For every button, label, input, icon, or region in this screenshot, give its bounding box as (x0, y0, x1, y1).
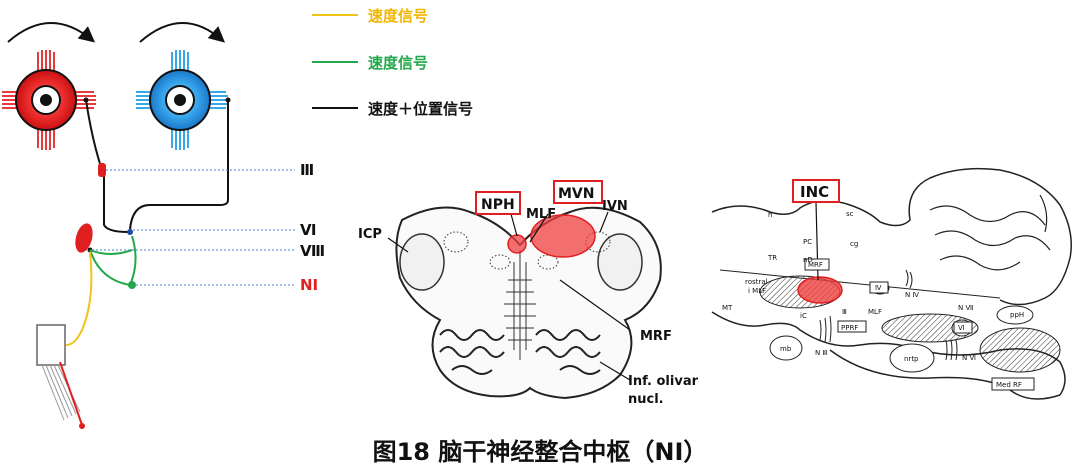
label-INC: INC (800, 183, 829, 201)
rotation-arrow-right (139, 22, 226, 43)
nerve-fibres (819, 269, 958, 361)
label-N-III: N Ⅲ (815, 349, 827, 357)
label-MT: MT (722, 304, 733, 312)
hatched-medRF (979, 327, 1061, 373)
label-IV-sag: Ⅳ (875, 284, 882, 292)
nucleus-mb (769, 335, 803, 361)
label-IVN: IVN (602, 199, 628, 214)
label-PPRF: PPRF (841, 324, 858, 332)
label-III: Ⅲ (300, 161, 314, 179)
figure-caption: 图18 脑干神经整合中枢（NI） (373, 438, 708, 466)
label-nrtp: nrtp (904, 355, 919, 363)
medulla-outline (395, 206, 662, 400)
label-iC: iC (800, 312, 807, 320)
label-inf-olivar-nucl: nucl. (628, 392, 664, 407)
NI-node (128, 281, 136, 289)
label-NPH: NPH (481, 197, 515, 213)
legend-black-text: 速度＋位置信号 (368, 100, 473, 118)
label-N-VI: N Ⅵ (962, 354, 976, 362)
red-nerve (59, 361, 83, 426)
abducens-pathway (129, 100, 229, 231)
label-MLF: MLF (526, 207, 556, 222)
label-VI: Ⅵ (300, 221, 317, 239)
MVN-highlight (530, 214, 596, 258)
nucleus-nrtp (889, 343, 935, 373)
INC-highlight (797, 276, 843, 304)
INC-box (792, 179, 840, 203)
eye-schematic (2, 22, 295, 429)
nucleus-III (98, 163, 106, 177)
cerebellum-folia (929, 194, 1051, 271)
label-nD: nD (803, 256, 813, 264)
rotation-arrow-left (7, 22, 96, 43)
mlf-pathway (103, 172, 129, 233)
raphe-striations (504, 250, 536, 360)
label-sc: sc (846, 210, 854, 218)
inferior-olive (439, 329, 601, 375)
blue-eye-pupil (174, 94, 186, 106)
vestibular-nucleus (75, 223, 93, 253)
abducens-node (127, 229, 133, 235)
VI-box (953, 321, 973, 334)
label-MVN: MVN (558, 186, 594, 202)
red-nerve-end (79, 423, 85, 429)
leader-lines (387, 211, 631, 381)
label-VI-sag: Ⅵ (958, 324, 964, 332)
legend: 速度信号 速度信号 速度＋位置信号 (312, 7, 473, 118)
oculomotor-pathway (85, 99, 103, 171)
label-PC: PC (803, 238, 812, 246)
red-eye-pupil (40, 94, 52, 106)
legend-yellow-text: 速度信号 (368, 7, 428, 25)
label-connectors (92, 169, 295, 286)
yellow-pathway (65, 251, 93, 346)
label-N-VII: N Ⅶ (958, 304, 973, 312)
label-mb: mb (780, 345, 792, 353)
label-MLF-sag: MLF (868, 308, 882, 316)
dorsal-outline (711, 167, 1072, 306)
label-ICP: ICP (358, 227, 382, 242)
dotted-nuclei (443, 231, 611, 270)
label-inf-olivar: Inf. olivar (628, 374, 699, 389)
label-Med-RF: Med RF (996, 381, 1022, 389)
ICP-body (399, 233, 445, 291)
NPH-highlight (507, 234, 527, 254)
label-III-sag: Ⅲ (842, 308, 847, 316)
hair-cells (41, 364, 81, 421)
nucleus-ppH (996, 305, 1034, 325)
legend-green-text: 速度信号 (368, 54, 428, 72)
label-iMLF: i MLF (748, 287, 766, 295)
label-MRF-sag: MRF (808, 261, 823, 269)
NPH-box (475, 191, 521, 215)
nerve-end-red (83, 97, 89, 103)
label-VIII: Ⅷ (300, 242, 325, 260)
MVN-box (553, 180, 603, 204)
MRF-box (804, 258, 830, 271)
label-cg: cg (850, 240, 858, 248)
brainstem-cross-section (387, 206, 662, 400)
label-TR: TR (767, 254, 777, 262)
hatched-PPRF (881, 313, 979, 343)
sagittal-section (711, 167, 1072, 400)
label-h: h (768, 211, 772, 219)
ICP-body-right (597, 233, 643, 291)
PPRF-box (837, 320, 867, 333)
label-N-IV: N Ⅳ (905, 291, 919, 299)
label-MRF: MRF (640, 329, 672, 344)
nerve-end-blue (225, 97, 231, 103)
label-ppH: ppH (1010, 311, 1024, 319)
aqueduct-line (719, 269, 1001, 299)
pons-outline (829, 349, 1061, 400)
receptor-box (36, 324, 66, 366)
green-pathway (89, 235, 137, 286)
label-rostral: rostral (745, 278, 768, 286)
IV-box (869, 281, 889, 294)
label-NI: NI (300, 276, 318, 294)
MedRF-box (991, 377, 1035, 391)
